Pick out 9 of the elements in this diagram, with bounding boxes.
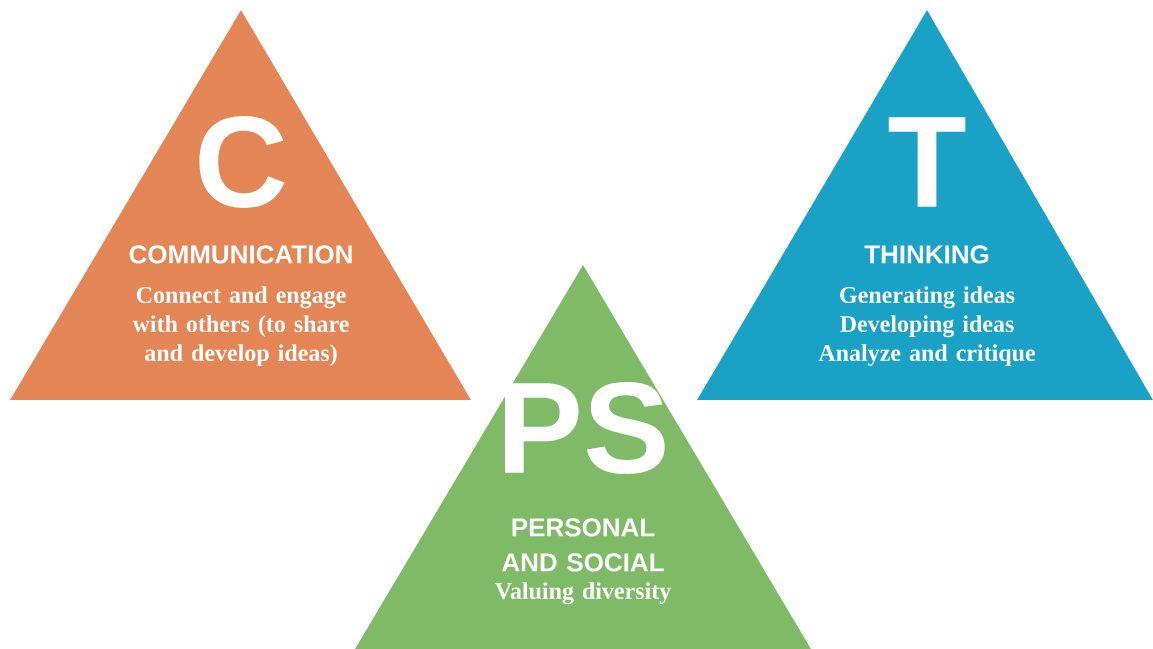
description: Valuing diversity: [495, 582, 671, 605]
heading: COMMUNICATION: [129, 245, 352, 264]
heading: THINKING: [864, 245, 989, 264]
big-letter: PS: [505, 382, 665, 474]
big-letter: C: [199, 116, 285, 208]
description: Connect and engage with others (to share and develop ideas): [132, 286, 349, 366]
heading: PERSONAL AND SOCIAL: [502, 518, 664, 572]
big-letter: T: [888, 117, 966, 207]
description: Generating ideas Developing ideas Analyze and critique: [818, 286, 1036, 367]
